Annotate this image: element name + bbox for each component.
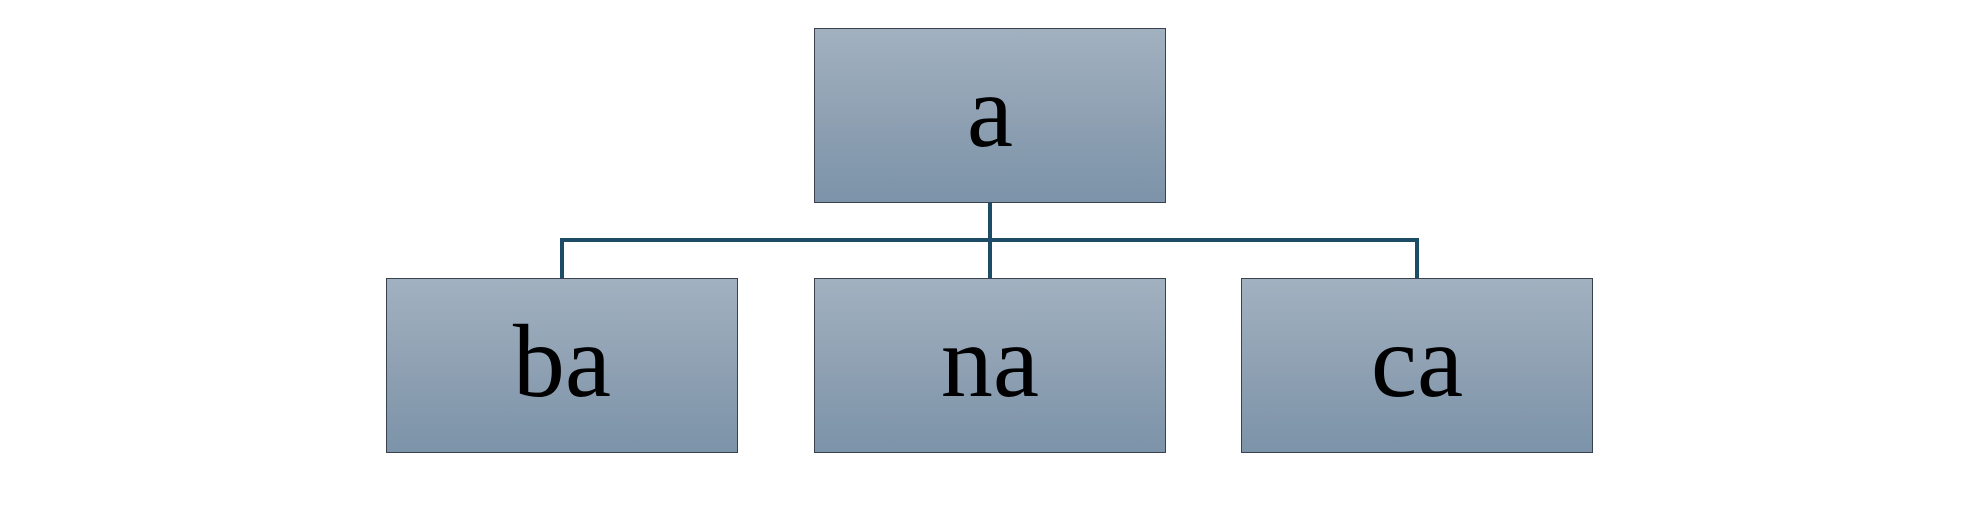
node-child-label: ca xyxy=(1370,303,1464,419)
node-child-ba: ba xyxy=(386,278,738,453)
node-child-na: na xyxy=(814,278,1166,453)
node-root: a xyxy=(814,28,1166,203)
node-root-label: a xyxy=(966,53,1014,169)
node-child-ca: ca xyxy=(1241,278,1593,453)
node-child-label: ba xyxy=(512,303,612,419)
node-child-label: na xyxy=(940,303,1040,419)
